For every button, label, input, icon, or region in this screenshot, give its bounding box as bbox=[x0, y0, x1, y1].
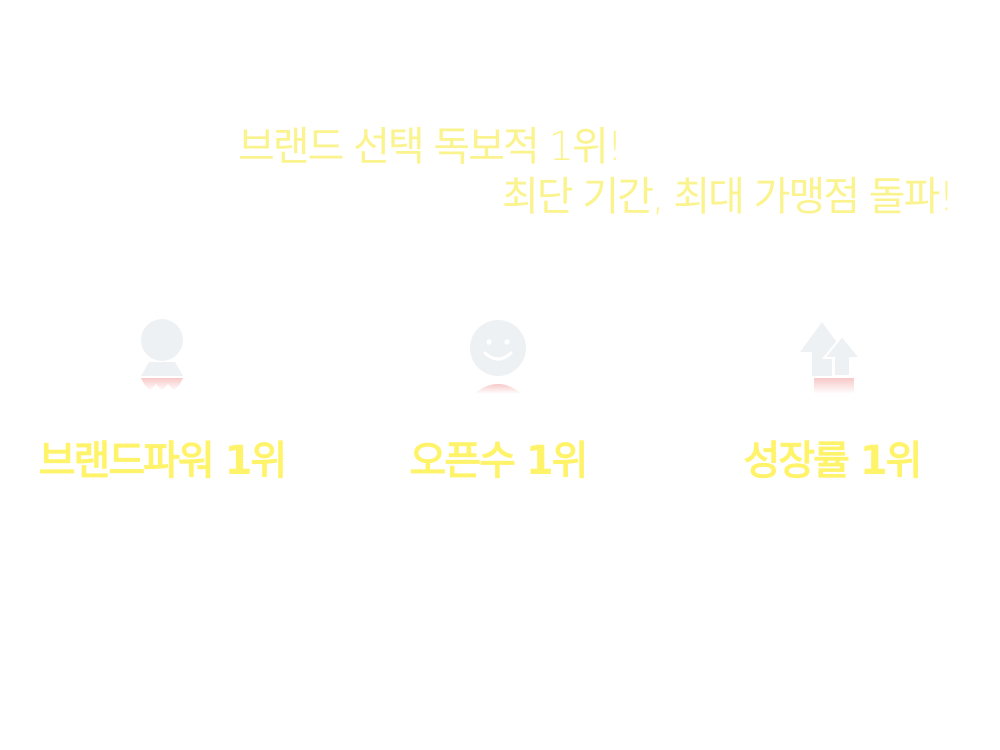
smiley-face-icon bbox=[470, 320, 526, 394]
growth-arrow-icon bbox=[800, 322, 863, 394]
feature-label: 성장률 1위 bbox=[743, 438, 923, 484]
headline-line-2: 최단 기간, 최대 가맹점 돌파! bbox=[502, 174, 954, 220]
feature-growth-rate: 성장률 1위 bbox=[682, 318, 982, 486]
feature-open-count: 오픈수 1위 bbox=[348, 318, 648, 486]
person-award-icon bbox=[141, 319, 183, 391]
feature-label: 브랜드파워 1위 bbox=[38, 438, 288, 484]
feature-label: 오픈수 1위 bbox=[409, 438, 589, 484]
feature-brand-power: 브랜드파워 1위 bbox=[12, 318, 312, 486]
headline-line-1: 브랜드 선택 독보적 1위! bbox=[238, 124, 623, 170]
